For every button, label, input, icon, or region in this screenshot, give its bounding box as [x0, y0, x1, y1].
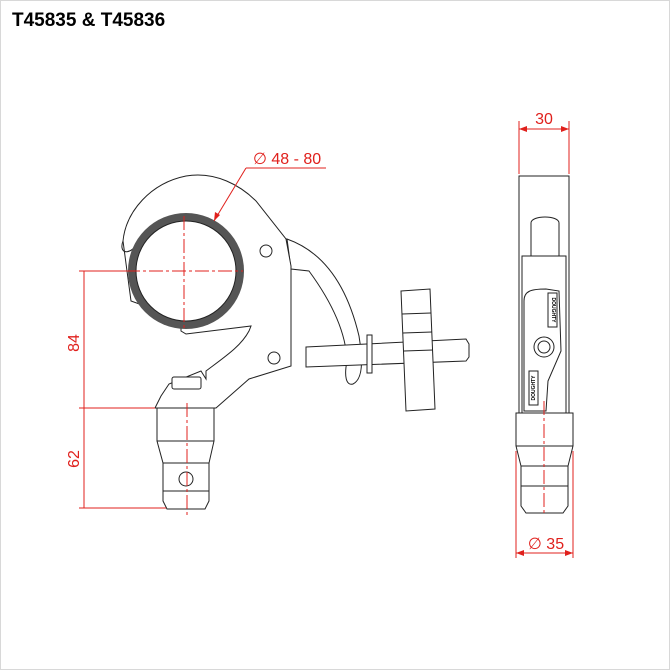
pivot-pin-icon: [267, 351, 281, 365]
side-spigot: [515, 412, 574, 514]
page-title: T45835 & T45836: [12, 10, 166, 31]
svg-text:84: 84: [66, 334, 83, 352]
svg-text:∅ 35: ∅ 35: [528, 536, 564, 553]
spigot-hole: [178, 471, 194, 487]
dimension-height-spigot: 62: [66, 408, 166, 509]
svg-text:62: 62: [66, 450, 83, 468]
logo-label: DOUGHTY: [531, 375, 537, 401]
lever-arm: [286, 238, 362, 385]
pivot-pin-icon: [259, 244, 273, 258]
bolt-shaft: [305, 338, 470, 368]
clamp-front-view: [121, 174, 470, 516]
dimension-height-upper: 84: [66, 270, 155, 409]
tension-knob: [400, 288, 436, 412]
clamp-side-view: DOUGHTY DOUGHTY: [515, 175, 574, 516]
washer: [366, 334, 373, 374]
spigot: [156, 407, 215, 510]
dimension-width: 30: [518, 111, 570, 174]
dimension-tube-diameter: ∅ 48 - 80: [213, 151, 326, 222]
logo-label: DOUGHTY: [550, 298, 556, 324]
svg-text:30: 30: [535, 111, 553, 128]
safety-latch: [171, 376, 202, 390]
dimension-spigot-diameter: ∅ 35: [515, 451, 574, 558]
svg-text:∅ 48 - 80: ∅ 48 - 80: [253, 151, 321, 168]
